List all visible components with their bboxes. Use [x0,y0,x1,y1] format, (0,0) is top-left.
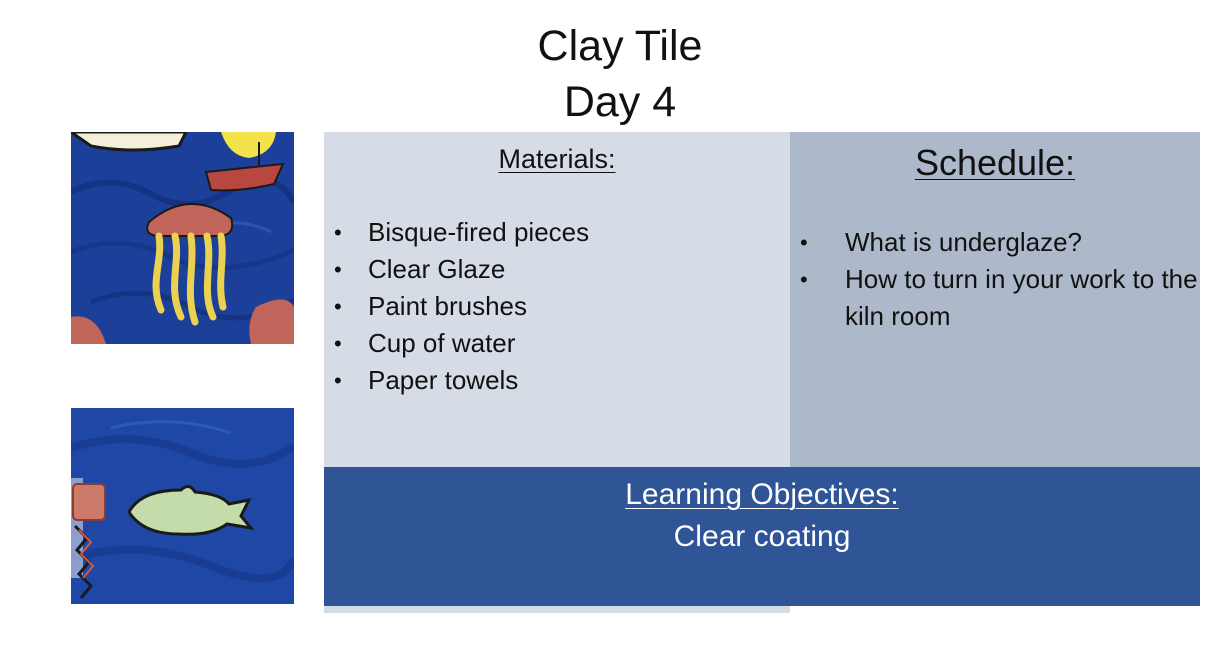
materials-heading: Materials: [498,144,616,174]
bullet-icon: • [334,220,342,245]
materials-item-label: Cup of water [368,328,516,358]
schedule-heading: Schedule: [914,142,1076,183]
schedule-list-item: • What is underglaze? [800,224,1200,261]
schedule-list: • What is underglaze? • How to turn in you… [800,224,1200,335]
materials-item-label: Clear Glaze [368,254,506,284]
bullet-icon: • [334,257,342,282]
materials-list-item: • Bisque-fired pieces [334,214,589,251]
bullet-icon: • [334,368,342,393]
materials-list-item: • Paper towels [334,362,589,399]
materials-list: • Bisque-fired pieces • Clear Glaze • Paint… [334,214,589,399]
materials-list-item: • Clear Glaze [334,251,589,288]
slide-title: Clay Tile Day 4 [400,18,840,130]
slide-title-line-2: Day 4 [563,78,677,126]
bullet-icon: • [800,267,808,292]
schedule-item-label: What is underglaze? [845,227,1083,257]
materials-item-label: Bisque-fired pieces [368,217,590,247]
learning-objectives-text: Clear coating [673,520,851,553]
learning-objectives-heading: Learning Objectives: [625,478,899,511]
materials-list-item: • Paint brushes [334,288,589,325]
materials-list-item: • Cup of water [334,325,589,362]
bullet-icon: • [800,230,808,255]
materials-item-label: Paper towels [368,365,519,395]
slide-title-line-1: Clay Tile [537,22,703,70]
schedule-panel: Schedule: • What is underglaze? • How to t… [790,132,1200,467]
learning-objectives-panel: Learning Objectives: Clear coating [324,467,1200,606]
jellyfish-tile-image [71,132,294,344]
materials-item-label: Paint brushes [368,291,527,321]
bullet-icon: • [334,294,342,319]
bullet-icon: • [334,331,342,356]
schedule-list-item: • How to turn in your work to the kiln ro… [800,261,1200,335]
schedule-item-label: How to turn in your work to the kiln roo… [845,264,1198,331]
fish-tile-image [71,408,294,604]
